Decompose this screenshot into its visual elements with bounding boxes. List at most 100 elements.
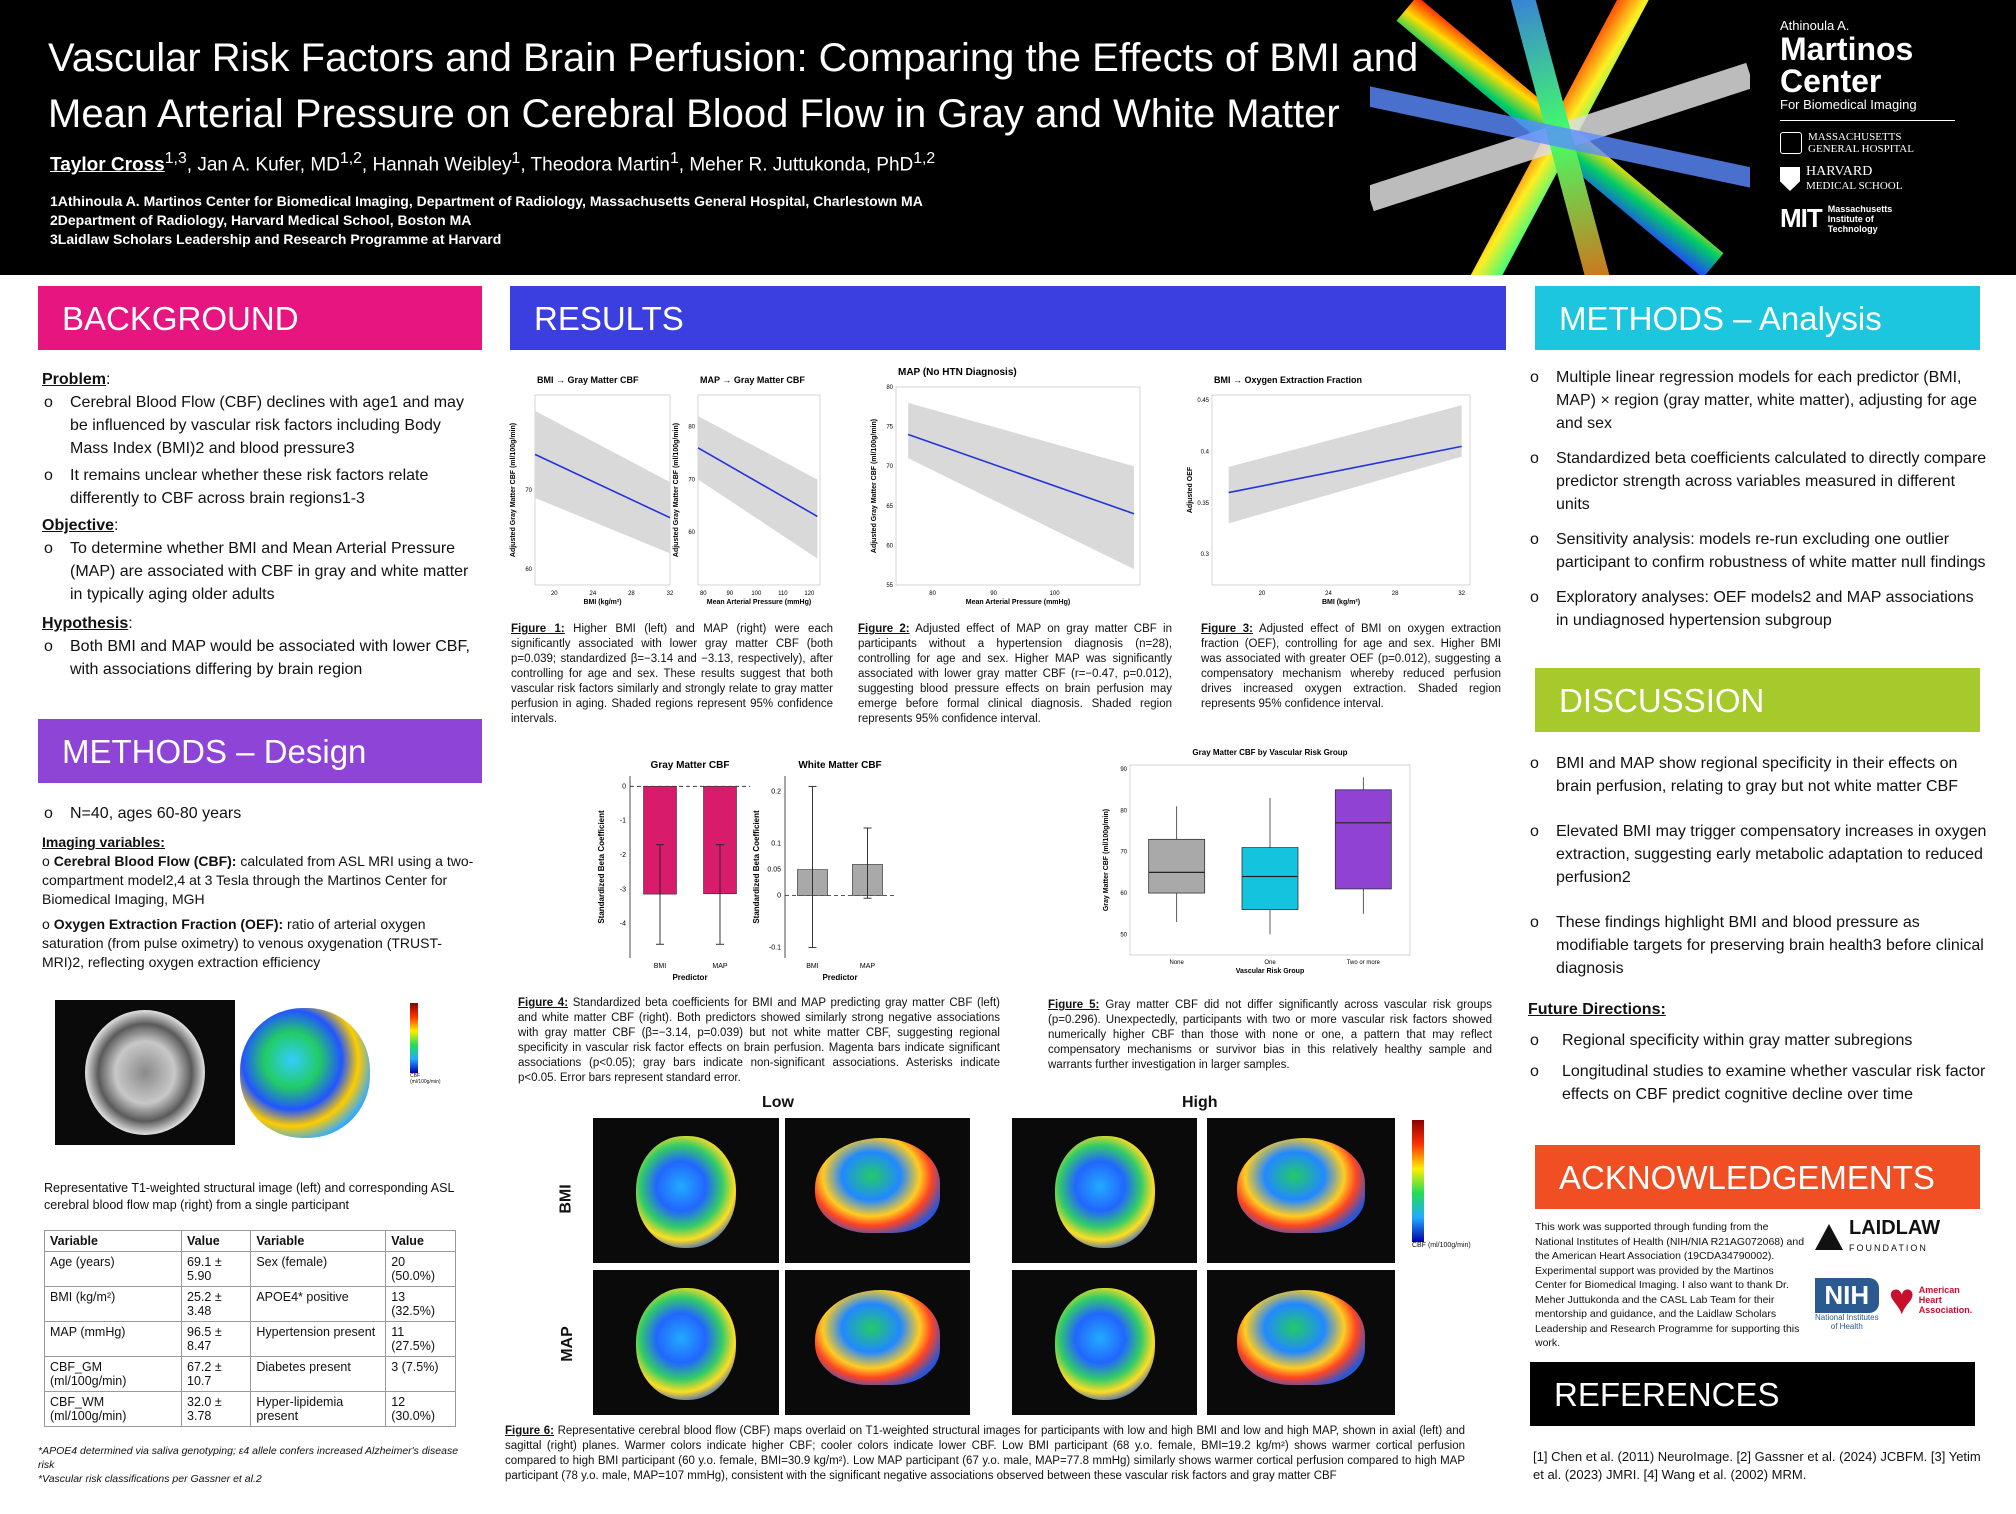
methods-design-heading: METHODS – Design [38,719,482,783]
martinos-small: Athinoula A. [1780,18,1850,33]
mit-line2: Institute of [1827,213,1874,224]
y-tick-label: 55 [886,583,893,589]
y-tick-label: 0.35 [1197,501,1209,507]
fig6-colorbar: CBF (ml/100g/min) [1412,1120,1482,1250]
laidlaw-triangle-icon [1815,1224,1843,1250]
table-cell: 67.2 ± 10.7 [181,1356,252,1392]
table-cell: MAP (mmHg) [43,1321,183,1357]
problem-item-1: Cerebral Blood Flow (CBF) declines with … [42,391,472,460]
author-2: , Jan A. Kufer, MD [186,154,340,176]
table-cell: Diabetes present [250,1356,387,1392]
y-tick-label: 60 [886,543,893,549]
fig4-caption-text: Standardized beta coefficients for BMI a… [518,997,1001,1084]
y-tick-label: 0 [777,893,781,900]
y-tick-label: 50 [1120,932,1127,938]
x-tick-label: 110 [778,591,788,597]
chart-title: MAP (No HTN Diagnosis) [898,367,1017,378]
table-cell: 69.1 ± 5.90 [181,1251,252,1287]
discussion-heading: DISCUSSION [1535,668,1980,732]
x-tick-label: MAP [712,963,728,970]
y-tick-label: 0.05 [767,867,781,874]
hypothesis-item: Both BMI and MAP would be associated wit… [42,635,472,681]
cbf-colorbar: CBF (ml/100g/min) [410,1003,444,1091]
x-tick-label: 24 [1325,591,1332,597]
martinos-big1: Martinos [1780,31,1914,67]
x-tick-label: 32 [667,591,674,597]
axial-cbf-overlay-image [593,1270,779,1415]
plot-frame [895,386,1141,586]
figure-5-chart: Gray Matter CBF by Vascular Risk GroupNo… [1103,748,1411,975]
x-tick-label: 100 [1050,591,1061,597]
background-body: Problem: Cerebral Blood Flow (CBF) decli… [42,368,472,685]
discussion-item-2: Elevated BMI may trigger compensatory in… [1528,820,1988,889]
y-tick-label: -1 [620,818,626,825]
sagittal-cbf-overlay-image [1207,1270,1395,1415]
y-tick-label: -0.1 [769,945,781,952]
fig2-caption-text: Adjusted effect of MAP on gray matter CB… [858,623,1172,725]
y-tick-label: -4 [620,921,626,928]
brain-perfusion-overlay [815,1290,940,1385]
y-tick-label: 60 [525,567,532,573]
x-tick-label: 120 [804,591,815,597]
table-cell: 96.5 ± 8.47 [181,1321,252,1357]
methods-analysis-body: Multiple linear regression models for ea… [1528,366,1988,636]
y-tick-label: 0.4 [1201,449,1210,455]
x-tick-label: 24 [590,591,597,597]
confidence-band [1228,405,1462,524]
problem-label: Problem [42,371,107,388]
brain-perfusion-overlay [1237,1290,1365,1385]
y-tick-label: 70 [688,477,695,483]
x-axis-label: Mean Arterial Pressure (mmHg) [966,599,1070,606]
y-tick-label: 0.2 [771,789,781,796]
future-directions-label: Future Directions: [1528,1001,1666,1018]
brain-perfusion-overlay [636,1136,736,1248]
acknowledgements-text: This work was supported through funding … [1535,1221,1805,1349]
objective-label: Objective [42,517,115,534]
x-tick-label: BMI [806,963,819,970]
table-cell: 13 (32.5%) [385,1286,456,1322]
fig3-caption-label: Figure 3: [1201,623,1253,635]
imaging-label: Imaging variables: [42,834,165,850]
discussion-item-3: These findings highlight BMI and blood p… [1528,911,1988,980]
t1-structural-image [55,1000,235,1145]
fig6-low-label: Low [762,1094,794,1111]
aha-2: Heart [1918,1295,1942,1305]
affiliations: 1Athinoula A. Martinos Center for Biomed… [50,192,923,249]
y-axis-label: Standardized Beta Coefficient [752,810,761,924]
brain-perfusion-overlay [1054,1288,1155,1400]
y-axis-label: Adjusted Gray Matter CBF (ml/100g/min) [510,423,517,557]
fig6-bmi-label: BMI [557,1184,575,1214]
fig1-caption-text: Higher BMI (left) and MAP (right) were e… [511,623,833,725]
cbf-text: calculated from ASL MRI using a two-comp… [42,853,474,907]
table-cell: 25.2 ± 3.48 [181,1286,252,1322]
author-2-affil: 1,2 [339,150,362,167]
regression-line [907,433,1135,515]
table-cell: CBF_WM (ml/100g/min) [43,1391,183,1427]
y-axis-label: Gray Matter CBF (ml/100g/min) [1103,809,1110,911]
analysis-item-3: Sensitivity analysis: models re-run excl… [1528,528,1988,574]
y-tick-label: 80 [688,425,695,431]
laidlaw-sub: FOUNDATION [1849,1243,1928,1253]
x-tick-label: 80 [700,591,707,597]
x-tick-label: 32 [1458,591,1465,597]
fig2-caption-label: Figure 2: [858,623,910,635]
y-axis-label: Adjusted OEF [1187,466,1194,513]
references-text: [1] Chen et al. (2011) NeuroImage. [2] G… [1533,1449,1981,1482]
sagittal-cbf-overlay-image [785,1270,970,1415]
colorbar-label: CBF (ml/100g/min) [410,1073,441,1085]
plot-frame [1211,394,1471,586]
axial-cbf-overlay-image [1012,1270,1197,1415]
box-1 [1241,847,1299,910]
chart-title: MAP → Gray Matter CBF [700,375,805,385]
aha-3: Association. [1918,1305,1973,1315]
affiliation-2: 2Department of Radiology, Harvard Medica… [50,212,472,228]
table-cell: 32.0 ± 3.78 [181,1391,252,1427]
table-cell: 3 (7.5%) [385,1356,456,1392]
